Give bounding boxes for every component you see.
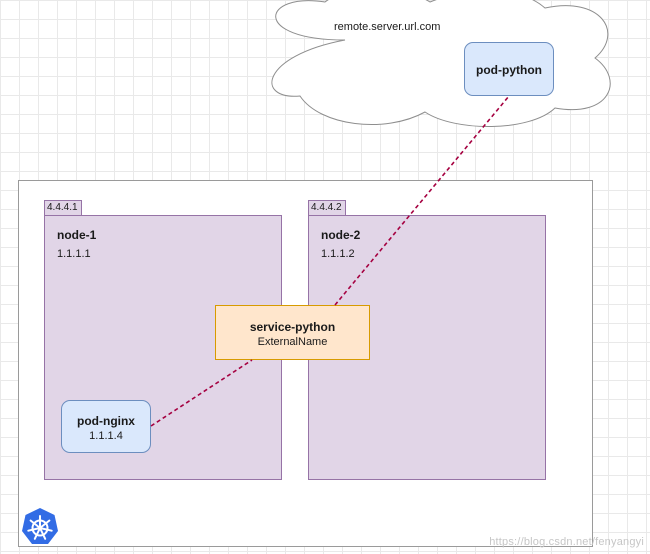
node-1-tab: 4.4.4.1 xyxy=(44,200,82,216)
pod-python-name: pod-python xyxy=(476,63,542,77)
pod-python[interactable]: pod-python xyxy=(464,42,554,96)
node-2-ip: 1.1.1.2 xyxy=(321,248,355,260)
service-python[interactable]: service-python ExternalName xyxy=(215,305,370,360)
pod-nginx-name: pod-nginx xyxy=(77,414,135,428)
service-type: ExternalName xyxy=(257,336,328,348)
node-1-title: node-1 xyxy=(57,228,97,242)
node-1-ip: 1.1.1.1 xyxy=(57,248,91,260)
node-2-tab: 4.4.4.2 xyxy=(308,200,346,216)
service-name: service-python xyxy=(249,320,336,334)
node-2-title: node-2 xyxy=(321,228,361,242)
kubernetes-logo-icon xyxy=(22,508,58,544)
watermark: https://blog.csdn.net/fenyangyi xyxy=(489,536,644,548)
pod-nginx-ip: 1.1.1.4 xyxy=(89,430,123,442)
pod-nginx[interactable]: pod-nginx 1.1.1.4 xyxy=(61,400,151,453)
cloud-icon xyxy=(271,0,611,128)
cloud-label: remote.server.url.com xyxy=(334,21,441,33)
